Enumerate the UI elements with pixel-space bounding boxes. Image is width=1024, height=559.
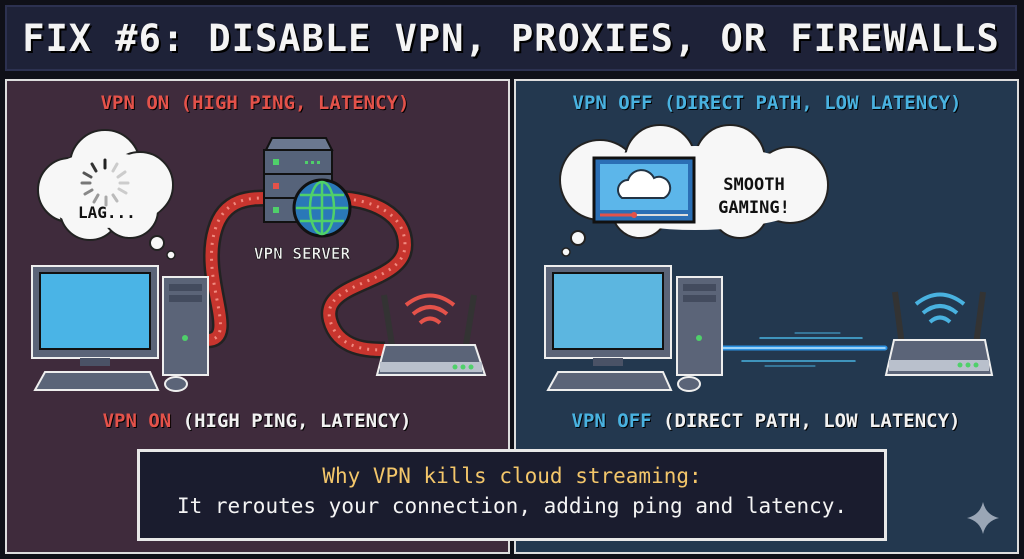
lag-text: LAG...	[78, 203, 136, 222]
thought-text-line1: SMOOTH	[723, 175, 784, 195]
caption-box: Why VPN kills cloud streaming: It rerout…	[137, 449, 887, 541]
caption-title: Why VPN kills cloud streaming:	[322, 464, 702, 488]
vpn-on-detail: (HIGH PING, LATENCY)	[182, 410, 412, 432]
router-icon	[375, 293, 487, 376]
title-bar: FIX #6: DISABLE VPN, PROXIES, OR FIREWAL…	[5, 5, 1017, 71]
wifi-signal-blue-icon	[914, 292, 966, 324]
loading-spinner-icon	[80, 158, 130, 207]
vpn-off-highlight: VPN OFF	[571, 410, 652, 432]
thought-cloud-smooth-gaming: SMOOTH GAMING!	[559, 124, 829, 257]
vpn-off-header: VPN OFF (DIRECT PATH, LOW LATENCY)	[572, 92, 962, 114]
vpn-on-header: VPN ON (HIGH PING, LATENCY)	[100, 92, 410, 114]
globe-icon	[292, 178, 352, 238]
thought-cloud-lag	[37, 129, 176, 260]
router-icon	[884, 291, 994, 376]
wifi-signal-red-icon	[404, 293, 456, 325]
thought-text-line2: GAMING!	[718, 198, 790, 218]
video-stream-icon	[592, 156, 696, 224]
vpn-off-detail: (DIRECT PATH, LOW LATENCY)	[663, 410, 961, 432]
page-title: FIX #6: DISABLE VPN, PROXIES, OR FIREWAL…	[22, 16, 1000, 60]
direct-connection-lines	[719, 332, 888, 367]
caption-body: It reroutes your connection, adding ping…	[176, 494, 848, 518]
vpn-server-label: VPN SERVER	[254, 244, 351, 263]
desktop-computer-icon	[544, 265, 723, 392]
sparkle-icon	[967, 502, 999, 534]
desktop-computer-icon	[31, 265, 209, 392]
vpn-cable	[203, 189, 414, 359]
vpn-on-highlight: VPN ON	[102, 410, 172, 432]
vpn-off-footer: VPN OFF (DIRECT PATH, LOW LATENCY)	[572, 410, 961, 432]
vpn-on-footer: VPN ON (HIGH PING, LATENCY)	[103, 410, 412, 432]
